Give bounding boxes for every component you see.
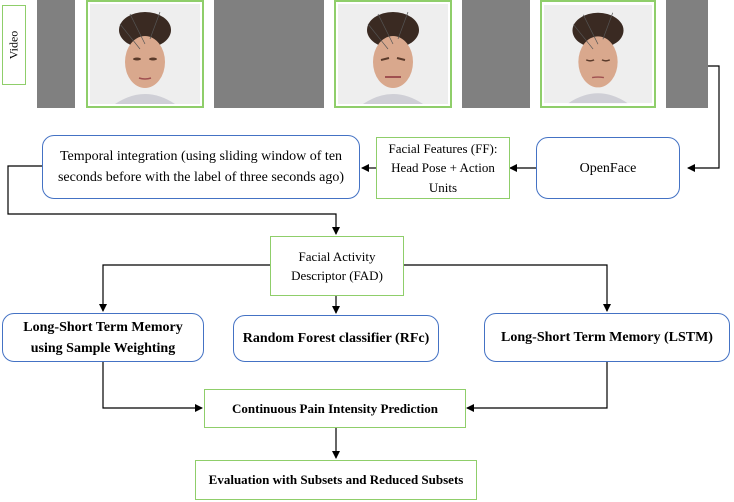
lstm-label: Long-Short Term Memory (LSTM) xyxy=(501,330,713,345)
openface-node: OpenFace xyxy=(536,137,680,199)
prediction-label: Continuous Pain Intensity Prediction xyxy=(232,400,438,416)
temporal-integration-node: Temporal integration (using sliding wind… xyxy=(42,135,360,199)
arrow-fad-to-lstm-weighting xyxy=(99,264,270,312)
openface-label: OpenFace xyxy=(579,160,637,176)
video-frame-gray-4 xyxy=(666,0,708,108)
fad-node: Facial Activity Descriptor (FAD) xyxy=(270,236,404,296)
rfc-label: Random Forest classifier (RFc) xyxy=(242,331,430,346)
arrow-video-to-openface xyxy=(687,65,720,172)
evaluation-node: Evaluation with Subsets and Reduced Subs… xyxy=(195,460,477,500)
video-frame-gray-3 xyxy=(462,0,530,108)
lstm-weighting-node: Long-Short Term Memory using Sample Weig… xyxy=(2,313,204,362)
prediction-node: Continuous Pain Intensity Prediction xyxy=(204,389,466,428)
temporal-integration-label: Temporal integration (using sliding wind… xyxy=(57,149,345,185)
face-image-3 xyxy=(544,4,652,104)
facial-features-node: Facial Features (FF): Head Pose + Action… xyxy=(376,137,510,199)
arrow-lstm-weighting-to-prediction xyxy=(102,362,203,412)
video-frame-face-1 xyxy=(86,0,204,108)
facial-features-label: Facial Features (FF): Head Pose + Action… xyxy=(388,140,498,195)
rfc-node: Random Forest classifier (RFc) xyxy=(233,315,439,362)
evaluation-label: Evaluation with Subsets and Reduced Subs… xyxy=(208,472,464,488)
face-image-2 xyxy=(338,4,448,104)
arrow-fad-to-lstm xyxy=(404,264,611,312)
video-frame-face-3 xyxy=(540,0,656,108)
lstm-weighting-label: Long-Short Term Memory using Sample Weig… xyxy=(23,319,183,356)
video-frame-face-2 xyxy=(334,0,452,108)
arrow-temporal-to-fad xyxy=(7,165,340,235)
face-image-1 xyxy=(90,4,200,104)
video-label-box: Video xyxy=(2,5,26,85)
fad-label: Facial Activity Descriptor (FAD) xyxy=(291,248,383,284)
video-frame-gray-1 xyxy=(37,0,75,108)
arrow-lstm-to-prediction xyxy=(466,362,608,412)
video-frame-gray-2 xyxy=(214,0,324,108)
lstm-node: Long-Short Term Memory (LSTM) xyxy=(484,313,730,362)
